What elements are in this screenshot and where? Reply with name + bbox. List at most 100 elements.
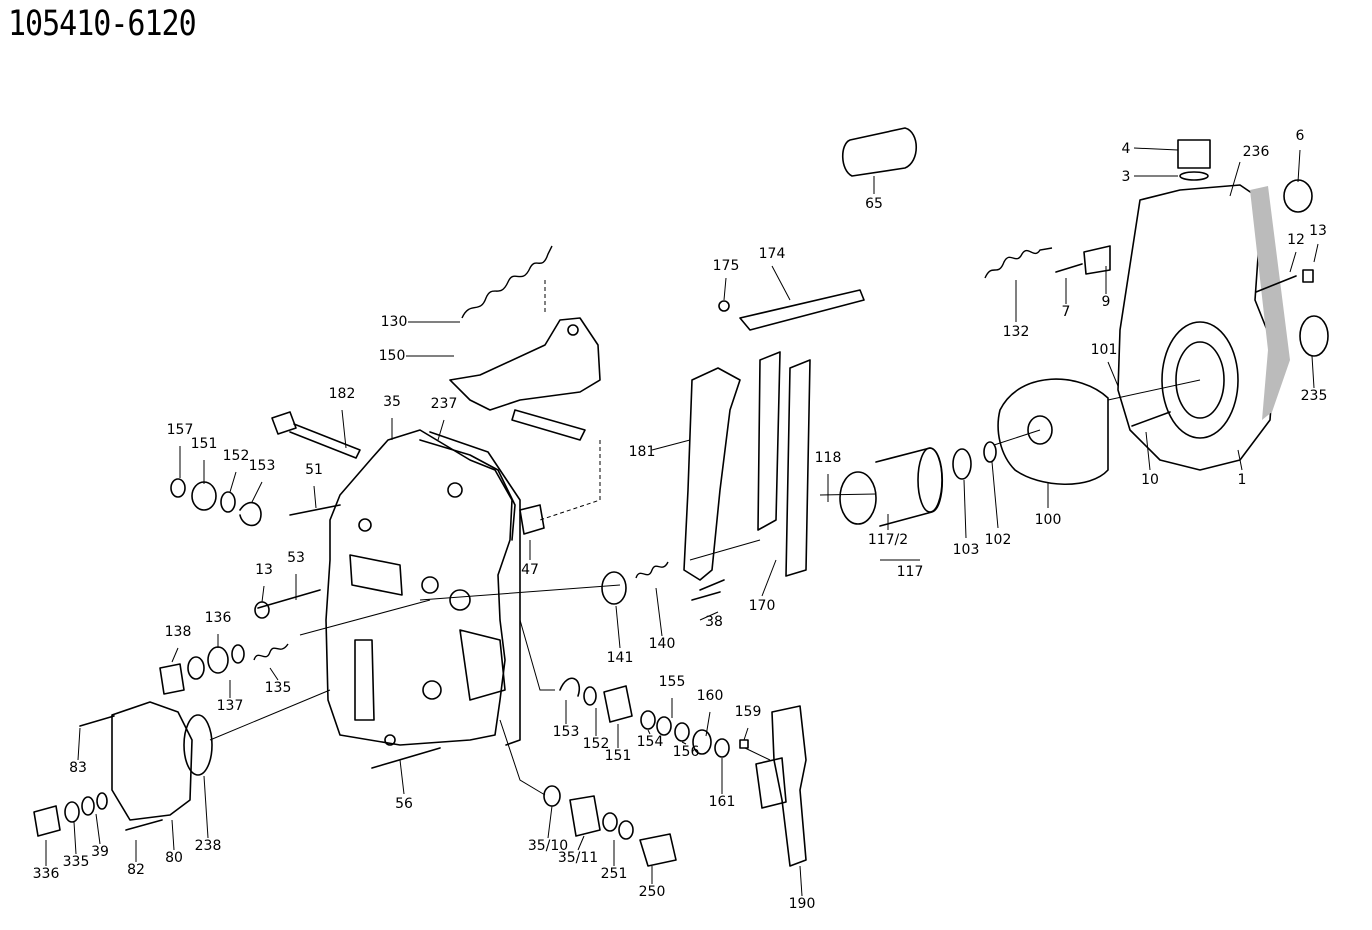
leader-line	[577, 835, 585, 851]
part-callout: 9	[1102, 294, 1111, 310]
spring-130	[461, 245, 553, 319]
leader-line	[963, 479, 967, 539]
lever-181	[683, 367, 741, 581]
part-callout: 175	[713, 258, 740, 274]
part-callout: 4	[1122, 141, 1131, 157]
part-callout: 251	[601, 866, 628, 882]
cap-336	[33, 805, 61, 837]
leader-line	[743, 727, 749, 741]
part-callout: 1	[1238, 472, 1247, 488]
leader-line	[799, 865, 803, 897]
part-callout: 150	[379, 348, 406, 364]
bolt-182	[271, 411, 361, 459]
part-callout: 53	[287, 550, 305, 566]
part-callout: 336	[33, 866, 60, 882]
part-callout: 117/2	[868, 532, 908, 548]
part-callout: 154	[637, 734, 664, 750]
leader-line	[761, 559, 777, 597]
part-callout: 174	[759, 246, 786, 262]
plug-4	[1177, 139, 1211, 169]
leader-line	[723, 277, 727, 301]
leader-line	[171, 819, 175, 851]
part-callout: 181	[629, 444, 656, 460]
part-callout: 152	[223, 448, 250, 464]
washer-102	[983, 441, 997, 463]
leader-line	[341, 409, 347, 449]
spring-132	[984, 247, 1053, 279]
part-callout: 35/11	[558, 850, 598, 866]
part-callout: 51	[305, 462, 323, 478]
leader-line	[203, 775, 209, 839]
plate-174	[739, 289, 865, 331]
part-callout: 35/10	[528, 838, 568, 854]
part-callout: 161	[709, 794, 736, 810]
leader-line	[261, 585, 265, 603]
leader-line	[647, 729, 651, 735]
cover-80	[111, 701, 193, 821]
spring-135	[253, 643, 289, 661]
sleeve-117	[875, 447, 944, 527]
bearing-118	[839, 471, 877, 525]
part-callout: 103	[953, 542, 980, 558]
part-callout: 190	[789, 896, 816, 912]
part-callout: 153	[553, 724, 580, 740]
part-callout: 138	[165, 624, 192, 640]
leader-line	[699, 611, 719, 621]
part-callout: 56	[395, 796, 413, 812]
part-callout: 3	[1122, 169, 1131, 185]
part-callout: 182	[329, 386, 356, 402]
part-callout: 117	[897, 564, 924, 580]
leader-line	[991, 461, 999, 529]
part-callout: 235	[1301, 388, 1328, 404]
part-callout: 35	[383, 394, 401, 410]
part-callout: 250	[639, 884, 666, 900]
part-callout: 137	[217, 698, 244, 714]
leader-line	[1289, 251, 1297, 273]
part-callout: 236	[1243, 144, 1270, 160]
part-callout: 152	[583, 736, 610, 752]
cap-138	[159, 663, 185, 695]
part-callout: 13	[1309, 223, 1327, 239]
leader-line	[73, 821, 77, 855]
leader-line	[399, 759, 405, 795]
flyweight-100	[997, 378, 1109, 485]
part-callout: 130	[381, 314, 408, 330]
part-callout: 132	[1003, 324, 1030, 340]
part-callout: 159	[735, 704, 762, 720]
drawing-number: 105410-6120	[8, 4, 197, 45]
part-callout: 170	[749, 598, 776, 614]
leader-line	[171, 647, 179, 663]
part-callout: 100	[1035, 512, 1062, 528]
leader-line	[269, 667, 279, 681]
leader-line	[77, 727, 81, 761]
part-callout: 82	[127, 862, 145, 878]
part-callout: 140	[649, 636, 676, 652]
leader-line	[313, 485, 317, 509]
part-callout: 136	[205, 610, 232, 626]
lever-190	[771, 705, 807, 867]
bolt-47	[519, 504, 545, 535]
leader-line	[1311, 355, 1315, 389]
part-callout: 155	[659, 674, 686, 690]
part-callout: 65	[865, 196, 883, 212]
leader-line	[615, 605, 621, 649]
part-callout: 153	[249, 458, 276, 474]
part-callout: 238	[195, 838, 222, 854]
lever-170	[757, 351, 811, 577]
leader-line	[1229, 161, 1241, 197]
part-callout: 13	[255, 562, 273, 578]
part-callout: 10	[1141, 472, 1159, 488]
nut-6	[1283, 179, 1313, 213]
part-callout: 135	[265, 680, 292, 696]
leader-line	[1297, 149, 1301, 183]
part-callout: 151	[191, 436, 218, 452]
governor-cover	[325, 429, 516, 746]
leader-line	[1237, 449, 1243, 471]
o-ring-238	[183, 714, 213, 776]
part-callout: 83	[69, 760, 87, 776]
part-callout: 80	[165, 850, 183, 866]
part-callout: 47	[521, 562, 539, 578]
leader-line	[229, 471, 237, 493]
part-callout: 335	[63, 854, 90, 870]
